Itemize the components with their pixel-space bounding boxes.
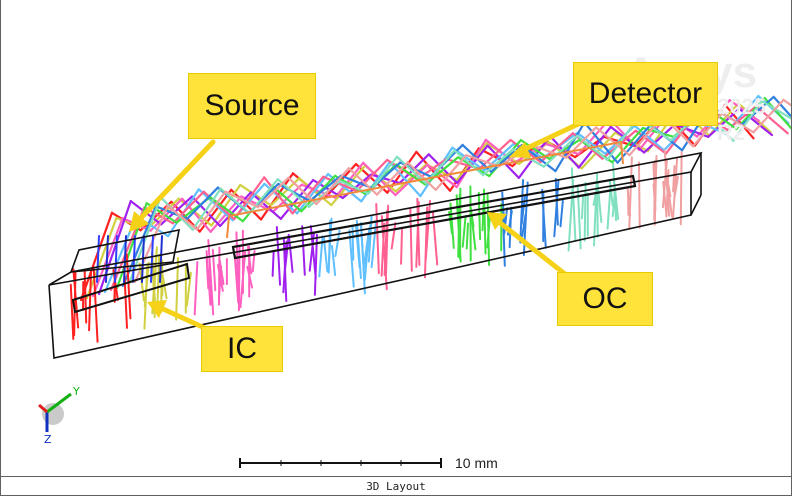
scale-bar [239, 458, 442, 468]
ic-callout: IC [201, 326, 283, 372]
window-title: 3D Layout [366, 480, 426, 493]
ray-traces [71, 96, 791, 342]
detector-callout: Detector [573, 62, 718, 126]
source-callout: Source [188, 73, 316, 139]
oc-callout: OC [557, 272, 653, 326]
scale-bar-label: 10 mm [455, 455, 498, 471]
window-title-bar: 3D Layout [0, 476, 792, 496]
axis-z-label: Z [44, 433, 52, 446]
axis-triad: Y Z [39, 385, 80, 446]
axis-y-label: Y [72, 385, 80, 398]
3d-layout-viewport[interactable]: Y Z Ansys 2025 R2 Source Detector OC IC … [0, 0, 792, 476]
